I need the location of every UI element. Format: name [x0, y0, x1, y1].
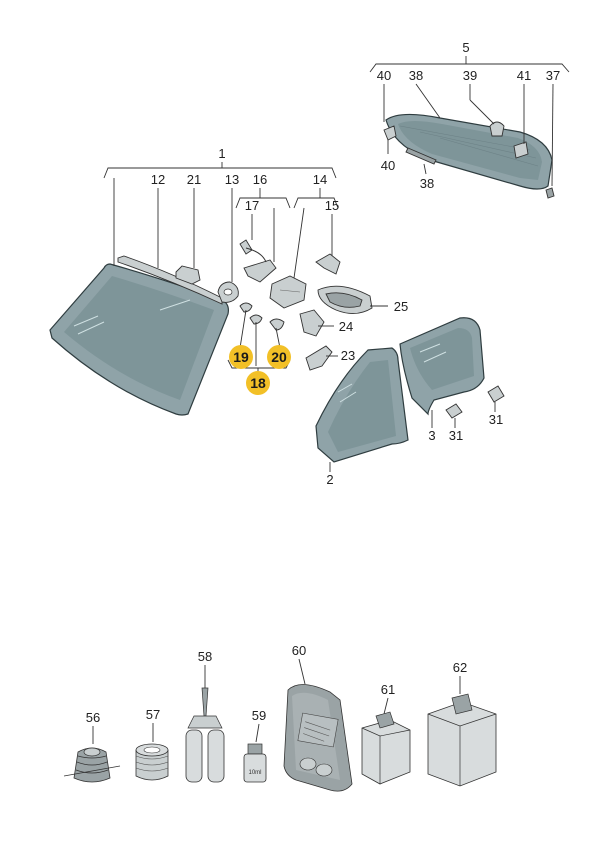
- callout-40-top: 40: [377, 68, 391, 83]
- callout-15: 15: [325, 198, 339, 213]
- rear-window-group: 5 40 38 39 41 37 40 38: [369, 40, 570, 199]
- callout-25: 25: [394, 299, 408, 314]
- callout-31b: 31: [489, 412, 503, 427]
- callout-5: 5: [462, 40, 469, 55]
- callout-19-badge: [229, 345, 253, 369]
- callout-59: 59: [252, 708, 266, 723]
- callout-23: 23: [341, 348, 355, 363]
- bracket-1: [103, 167, 337, 179]
- bracket-15: [315, 253, 341, 275]
- callout-41: 41: [517, 68, 531, 83]
- callout-12: 12: [151, 172, 165, 187]
- callout-1: 1: [218, 146, 225, 161]
- windshield-group: 1 12 21 13 16 14 17 15: [49, 146, 408, 416]
- repair-kit-bag-60: [283, 684, 353, 792]
- callout-38-top: 38: [409, 68, 423, 83]
- sensor-housing-14: [269, 275, 307, 309]
- callout-21: 21: [187, 172, 201, 187]
- callout-20: 20: [271, 349, 287, 365]
- callout-62: 62: [453, 660, 467, 675]
- callout-39: 39: [463, 68, 477, 83]
- callout-14: 14: [313, 172, 327, 187]
- sensor-bracket-17: [243, 259, 277, 283]
- sealing-cord-56: [63, 747, 121, 783]
- callout-20-badge: [267, 345, 291, 369]
- grommet-39: [489, 121, 505, 137]
- callout-60: 60: [292, 643, 306, 658]
- connector-41: [513, 141, 529, 159]
- callout-13: 13: [225, 172, 239, 187]
- bracket-5: [369, 63, 570, 73]
- sealing-tape-57: [135, 743, 169, 781]
- door-glass-group: 2 3 31 31: [315, 317, 505, 487]
- callout-40-bottom: 40: [381, 158, 395, 173]
- adhesive-cartridge-58: [185, 687, 225, 783]
- callout-17: 17: [245, 198, 259, 213]
- callout-57: 57: [146, 707, 160, 722]
- clamp-31b: [487, 385, 505, 403]
- canister-62: [427, 693, 497, 787]
- bracket-16: [235, 197, 291, 209]
- primer-vial-59: 10ml: [243, 743, 267, 783]
- trim-23: [305, 345, 333, 371]
- callout-56: 56: [86, 710, 100, 725]
- callout-18: 18: [250, 375, 266, 391]
- canister-61: [361, 711, 411, 785]
- clip-37: [545, 187, 555, 199]
- trim-24: [299, 309, 325, 337]
- clamp-31a: [445, 403, 463, 419]
- callout-31a: 31: [449, 428, 463, 443]
- callout-16: 16: [253, 172, 267, 187]
- cover-21: [175, 265, 201, 285]
- callout-61: 61: [381, 682, 395, 697]
- callout-19: 19: [233, 349, 249, 365]
- seal-strip-38: [405, 147, 437, 165]
- bracket-14: [293, 197, 339, 209]
- callout-38-bottom: 38: [420, 176, 434, 191]
- vial-label: 10ml: [248, 770, 261, 776]
- connector-40: [383, 125, 397, 141]
- callout-37: 37: [546, 68, 560, 83]
- callout-24: 24: [339, 319, 353, 334]
- callout-3: 3: [428, 428, 435, 443]
- clip-20: [269, 318, 285, 331]
- accessories-group: 56 57 58 59: [63, 643, 497, 792]
- callout-2: 2: [326, 472, 333, 487]
- callout-58: 58: [198, 649, 212, 664]
- callout-18-badge: [246, 371, 270, 395]
